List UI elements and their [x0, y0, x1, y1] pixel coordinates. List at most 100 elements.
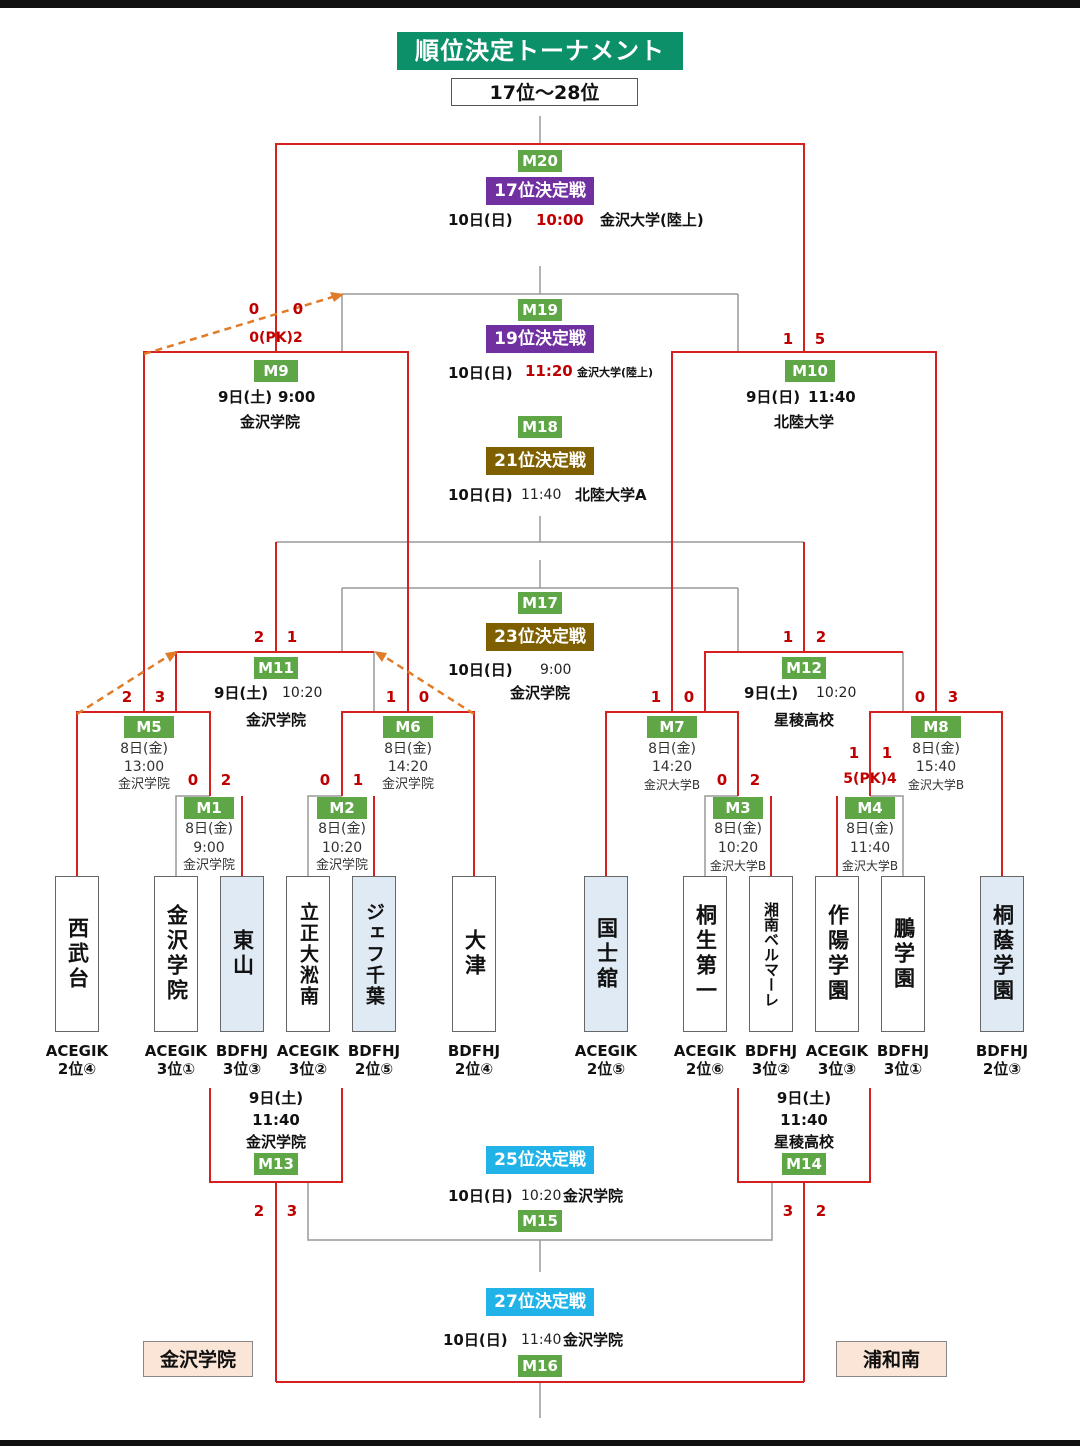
match-box-m15: M15	[518, 1210, 562, 1232]
team-card: 国士舘	[584, 876, 628, 1032]
score-m11-left: 2	[253, 628, 265, 646]
line-m19-bracket	[341, 266, 739, 352]
arrow-m5	[76, 653, 171, 716]
m6-time: 14:20	[387, 759, 429, 775]
score-m2-right: 1	[352, 771, 364, 789]
m5-venue: 金沢学院	[117, 777, 171, 792]
score-m7-right: 0	[683, 688, 695, 706]
match-box-m12: M12	[782, 657, 826, 679]
line-m13	[209, 1088, 343, 1382]
score-m4-left: 1	[848, 744, 860, 762]
match-box-m17: M17	[518, 592, 562, 614]
score-m9-left: 0	[248, 300, 260, 318]
score-m5-left: 2	[121, 688, 133, 706]
match-box-m11: M11	[254, 657, 298, 679]
score-m12-right: 2	[815, 628, 827, 646]
m12-venue: 星稜高校	[773, 711, 835, 729]
match-box-m1: M1	[184, 797, 234, 819]
m12-time: 10:20	[816, 685, 857, 701]
m4-time: 11:40	[849, 840, 891, 856]
page-subtitle: 17位〜28位	[451, 78, 638, 106]
line-m11	[175, 542, 374, 712]
m4-venue: 金沢大学B	[841, 859, 899, 873]
m12-date: 9日(土)	[744, 684, 799, 702]
match-box-m16: M16	[518, 1355, 562, 1377]
m11-date: 9日(土)	[214, 684, 269, 702]
line-m2-loser	[307, 795, 342, 876]
line-m20	[275, 143, 805, 352]
m20-time: 10:00	[536, 211, 584, 229]
score-m3-left: 0	[716, 771, 728, 789]
score-m13-right: 3	[286, 1202, 298, 1220]
m18-time: 11:40	[521, 487, 562, 503]
match-box-m13: M13	[254, 1153, 298, 1175]
m1-date: 8日(金)	[185, 821, 233, 837]
match-box-m9: M9	[254, 360, 298, 382]
m13-venue: 金沢学院	[245, 1133, 307, 1151]
m2-date: 8日(金)	[318, 821, 366, 837]
arrow-m6	[381, 653, 475, 716]
team-card: 作陽学園	[815, 876, 859, 1032]
line-m5	[76, 711, 211, 876]
score-m6-right: 0	[418, 688, 430, 706]
score-m8-left: 0	[914, 688, 926, 706]
final-label-m17: 23位決定戦	[486, 623, 594, 651]
line-m8	[869, 711, 1003, 876]
m17-time: 9:00	[540, 662, 572, 678]
line-m14	[737, 1088, 871, 1382]
m14-date: 9日(土)	[776, 1089, 832, 1107]
page-title: 順位決定トーナメント	[397, 32, 683, 70]
line-m6	[341, 711, 475, 876]
arrowhead-m5	[165, 651, 178, 662]
line-m15-bracket	[307, 1182, 773, 1272]
m3-time: 10:20	[717, 840, 759, 856]
score-m1-right: 2	[220, 771, 232, 789]
m5-date: 8日(金)	[120, 741, 168, 757]
score-m9-pk: 0(PK)2	[249, 330, 303, 346]
final-label-m19: 19位決定戦	[486, 325, 594, 353]
match-box-m14: M14	[782, 1153, 826, 1175]
m8-time: 15:40	[915, 759, 957, 775]
team-card: 東山	[220, 876, 264, 1032]
match-box-m8: M8	[911, 716, 961, 738]
match-box-m20: M20	[518, 150, 562, 172]
m19-venue: 金沢大学(陸上)	[577, 366, 654, 379]
m17-venue: 金沢学院	[509, 684, 571, 702]
m19-time: 11:20	[525, 362, 573, 380]
m16-venue: 金沢学院	[563, 1331, 624, 1349]
m13-time: 11:40	[252, 1111, 300, 1129]
m1-time: 9:00	[193, 840, 225, 856]
m3-venue: 金沢大学B	[709, 859, 767, 873]
m15-date: 10日(日)	[448, 1187, 513, 1205]
m2-venue: 金沢学院	[315, 858, 369, 873]
m4-date: 8日(金)	[846, 821, 894, 837]
score-m1-left: 0	[187, 771, 199, 789]
match-box-m18: M18	[518, 416, 562, 438]
score-m14-right: 2	[815, 1202, 827, 1220]
m18-date: 10日(日)	[448, 486, 513, 504]
team-card: 湘南ベルマーレ	[749, 876, 793, 1032]
match-box-m2: M2	[317, 797, 367, 819]
final-right-team: 浦和南	[836, 1341, 947, 1377]
m18-venue: 北陸大学A	[575, 486, 647, 504]
match-box-m6: M6	[383, 716, 433, 738]
match-box-m5: M5	[124, 716, 174, 738]
score-m3-right: 2	[749, 771, 761, 789]
score-m6-left: 1	[385, 688, 397, 706]
score-m5-right: 3	[154, 688, 166, 706]
m7-date: 8日(金)	[648, 741, 696, 757]
m14-venue: 星稜高校	[773, 1133, 835, 1151]
final-label-m18: 21位決定戦	[486, 447, 594, 475]
m6-date: 8日(金)	[384, 741, 432, 757]
m20-date: 10日(日)	[448, 211, 513, 229]
